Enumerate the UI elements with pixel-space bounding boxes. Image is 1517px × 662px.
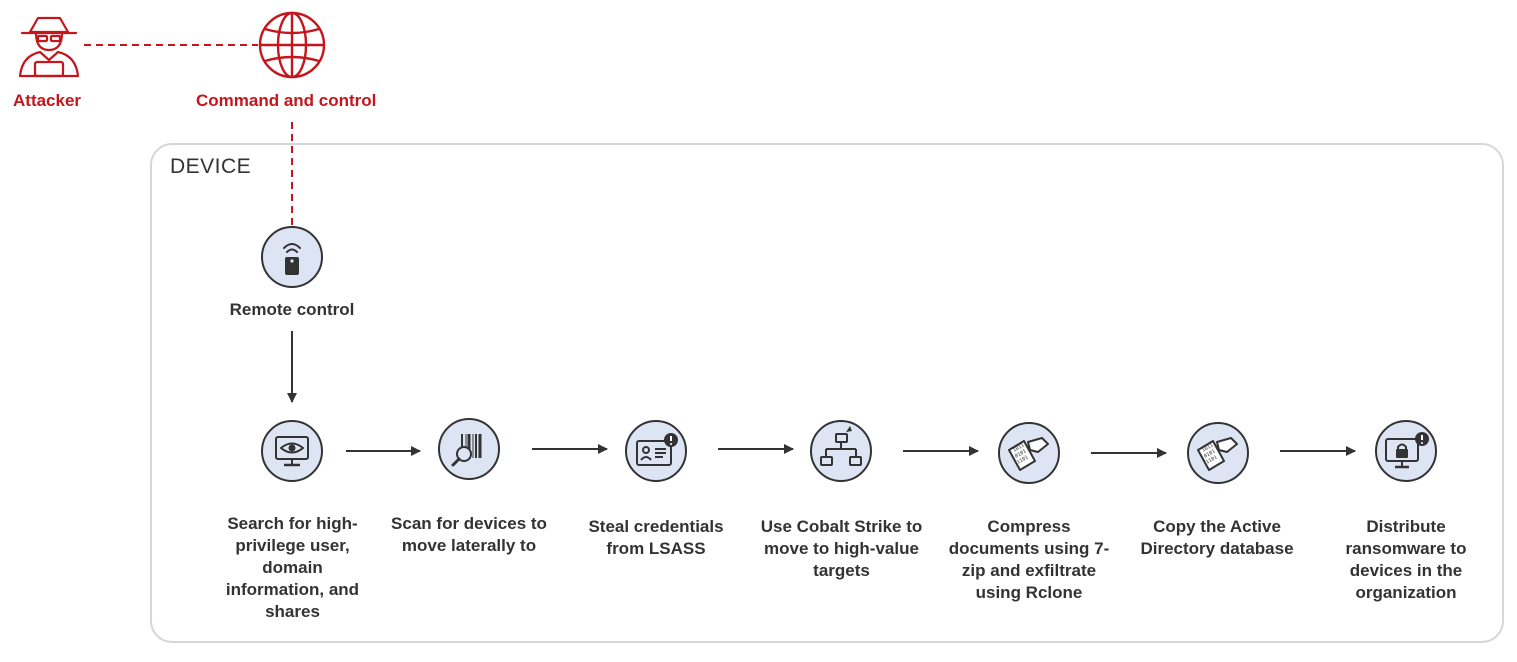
step-label-scan: Scan for devices to move laterally to xyxy=(391,514,547,555)
step-node-search xyxy=(261,420,323,482)
attacker-icon xyxy=(18,16,80,78)
monitor-eye-icon xyxy=(275,436,309,467)
attacker-label: Attacker xyxy=(13,91,82,110)
step-node-cobalt-strike xyxy=(810,420,872,482)
svg-text:1101: 1101 xyxy=(1016,455,1029,466)
monitor-lock-alert-icon xyxy=(1385,432,1429,469)
step-node-ad-database: 1011 0101 1101 xyxy=(1187,422,1249,484)
svg-text:1011: 1011 xyxy=(1201,443,1214,454)
step-label-ad-database: Copy the Active Directory database xyxy=(1140,517,1294,558)
svg-text:0101: 0101 xyxy=(1014,449,1027,460)
step-node-ransomware xyxy=(1375,420,1437,482)
network-nodes-icon xyxy=(820,426,862,466)
svg-text:1101: 1101 xyxy=(1205,455,1218,466)
step-node-exfiltrate: 1011 0101 1101 xyxy=(998,422,1060,484)
svg-text:1011: 1011 xyxy=(1012,443,1025,454)
remote-control-node xyxy=(261,226,323,288)
remote-control-label: Remote control xyxy=(229,300,355,319)
step-label-search: Search for high-privilege user, domain i… xyxy=(225,514,360,621)
document-hand-icon: 1011 0101 1101 xyxy=(1008,437,1049,471)
c2-label: Command and control xyxy=(196,91,377,110)
step-node-scan xyxy=(438,418,500,480)
device-title: DEVICE xyxy=(170,155,252,178)
document-hand-icon: 1011 0101 1101 xyxy=(1197,437,1238,471)
device-boundary xyxy=(150,143,1504,643)
step-node-credentials xyxy=(625,420,687,482)
id-card-alert-icon xyxy=(636,433,678,466)
step-label-cobalt-strike: Use Cobalt Strike to move to high-value … xyxy=(760,517,923,580)
globe-icon xyxy=(258,11,326,79)
step-label-credentials: Steal credentials from LSASS xyxy=(588,517,724,558)
remote-signal-icon xyxy=(283,243,301,275)
svg-text:0101: 0101 xyxy=(1203,449,1216,460)
barcode-magnifier-icon xyxy=(451,434,482,467)
step-label-ransomware: Distribute ransomware to devices in the … xyxy=(1345,517,1467,602)
step-label-exfiltrate: Compress documents using 7-zip and exfil… xyxy=(948,517,1110,602)
